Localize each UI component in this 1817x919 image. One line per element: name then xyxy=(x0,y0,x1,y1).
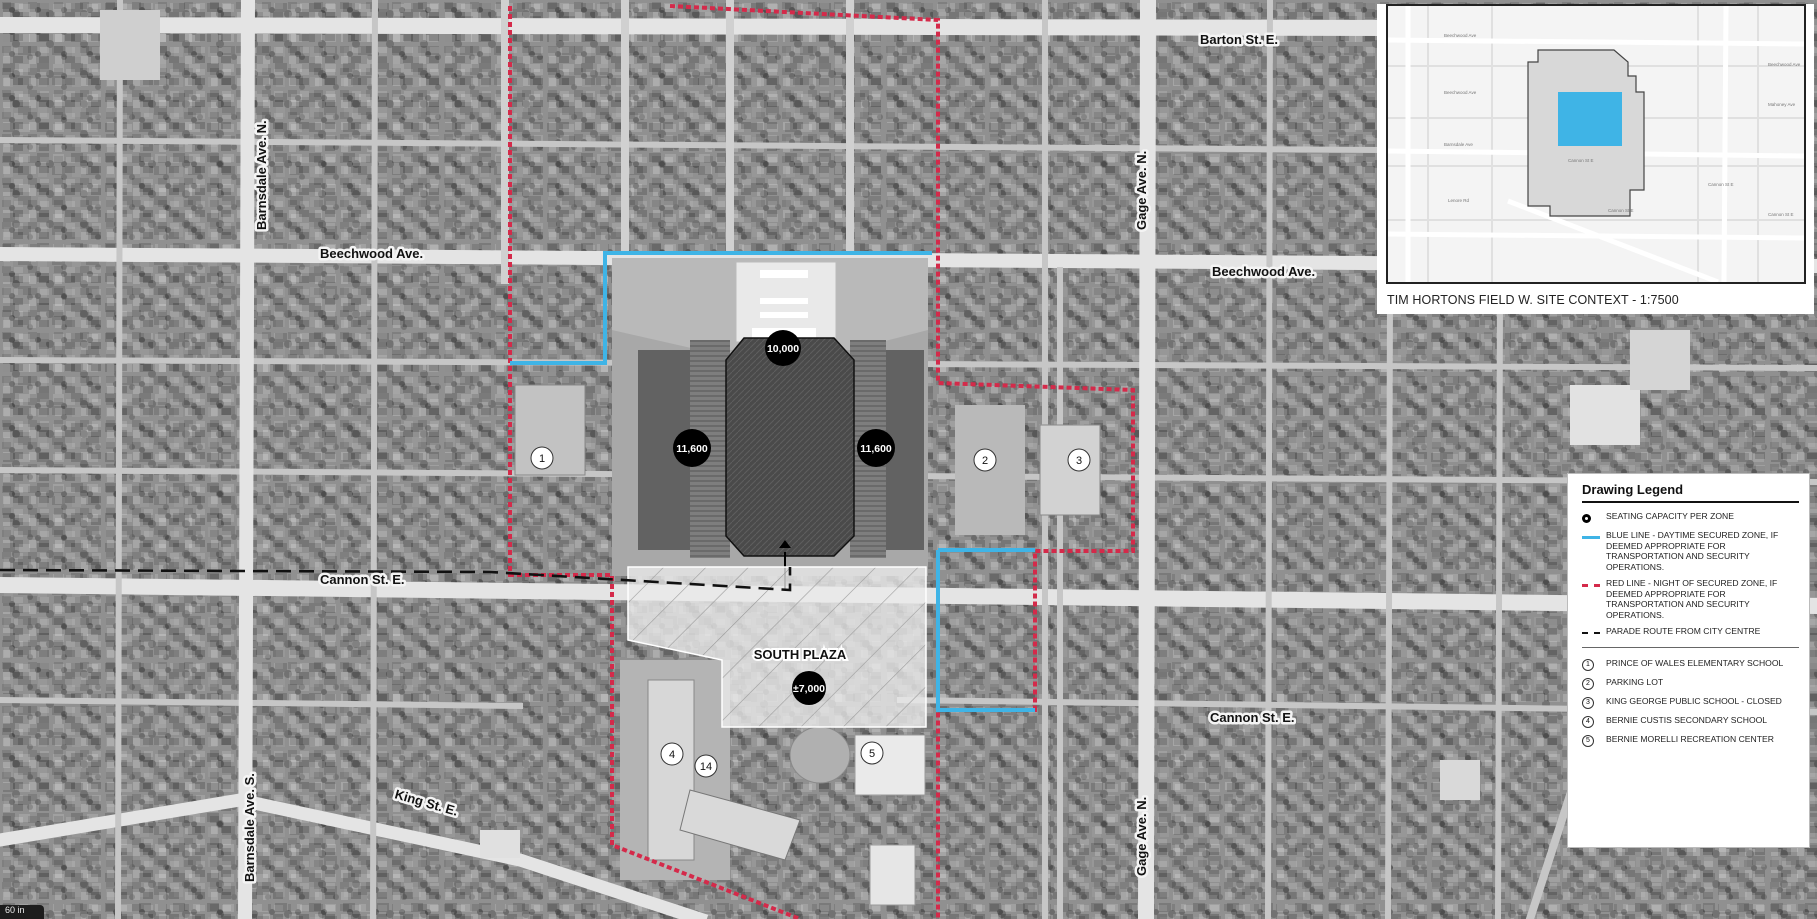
inset-stadium-field xyxy=(1558,92,1622,146)
site-marker-3[interactable]: 3 xyxy=(1067,448,1091,472)
capacity-marker-north[interactable]: 10,000 xyxy=(765,330,801,366)
legend-place-2: 2 PARKING LOT xyxy=(1582,677,1799,690)
seating-dot-icon xyxy=(1582,513,1591,523)
place-number-icon: 4 xyxy=(1582,716,1594,728)
svg-text:Beechwood Ave: Beechwood Ave xyxy=(1444,33,1477,38)
label-cannon-east: Cannon St. E. xyxy=(1210,710,1295,725)
svg-text:Cannon St E: Cannon St E xyxy=(1608,208,1634,213)
svg-text:10,000: 10,000 xyxy=(767,343,799,355)
place-number-icon: 5 xyxy=(1582,735,1594,747)
inset-title: TIM HORTONS FIELD W. SITE CONTEXT - 1:75… xyxy=(1387,293,1679,307)
place-number-icon: 3 xyxy=(1582,697,1594,709)
legend-title: Drawing Legend xyxy=(1582,482,1799,503)
label-barton-st: Barton St. E. xyxy=(1200,32,1278,47)
site-marker-1[interactable]: 1 xyxy=(530,446,554,470)
svg-text:Beechwood Ave: Beechwood Ave xyxy=(1768,62,1801,67)
capacity-marker-south-plaza[interactable]: ±7,000 xyxy=(792,671,826,705)
black-dashed-line-icon xyxy=(1582,632,1600,634)
blue-line-icon xyxy=(1582,535,1600,539)
label-cannon-west: Cannon St. E. xyxy=(320,572,405,587)
svg-text:±7,000: ±7,000 xyxy=(793,683,825,695)
svg-text:14: 14 xyxy=(700,761,712,773)
legend-divider xyxy=(1582,647,1799,648)
label-barnsdale-n: Barnsdale Ave. N. xyxy=(254,120,269,230)
south-plaza-label: SOUTH PLAZA xyxy=(754,647,847,662)
drawing-legend: Drawing Legend SEATING CAPACITY PER ZONE… xyxy=(1567,473,1810,848)
svg-text:Cannon St E: Cannon St E xyxy=(1568,158,1594,163)
capacity-marker-west[interactable]: 11,600 xyxy=(673,429,711,467)
svg-text:Barnsdale Ave: Barnsdale Ave xyxy=(1444,142,1473,147)
legend-place-5: 5 BERNIE MORELLI RECREATION CENTER xyxy=(1582,734,1799,747)
legend-item-blue-line: BLUE LINE - DAYTIME SECURED ZONE, IF DEE… xyxy=(1582,530,1799,572)
legend-place-3: 3 KING GEORGE PUBLIC SCHOOL - CLOSED xyxy=(1582,696,1799,709)
label-gage-south: Gage Ave. N. xyxy=(1134,797,1149,876)
svg-text:Lenore Rd: Lenore Rd xyxy=(1448,198,1470,203)
legend-place-1: 1 PRINCE OF WALES ELEMENTARY SCHOOL xyxy=(1582,658,1799,671)
inset-map: Beechwood Ave Beechwood Ave Barnsdale Av… xyxy=(1388,6,1804,282)
svg-text:11,600: 11,600 xyxy=(860,443,892,455)
red-line-night-secured-zone[interactable] xyxy=(508,4,1135,919)
svg-text:3: 3 xyxy=(1076,455,1082,467)
inset-map-frame: Beechwood Ave Beechwood Ave Barnsdale Av… xyxy=(1386,4,1806,284)
svg-text:Beechwood Ave: Beechwood Ave xyxy=(1444,90,1477,95)
legend-item-parade-route: PARADE ROUTE FROM CITY CENTRE xyxy=(1582,626,1799,639)
label-barnsdale-s: Barnsdale Ave. S. xyxy=(242,773,257,882)
svg-text:11,600: 11,600 xyxy=(676,443,708,455)
capacity-marker-east[interactable]: 11,600 xyxy=(857,429,895,467)
south-plaza-zone[interactable] xyxy=(627,566,927,728)
blue-line-daytime-secured-zone[interactable] xyxy=(510,251,1035,712)
legend-item-red-line: RED LINE - NIGHT OF SECURED ZONE, IF DEE… xyxy=(1582,578,1799,620)
stadium-site xyxy=(612,258,928,590)
svg-text:2: 2 xyxy=(982,455,988,467)
svg-text:5: 5 xyxy=(869,748,875,760)
site-marker-14[interactable]: 14 xyxy=(694,754,718,778)
svg-text:Mahoney Ave: Mahoney Ave xyxy=(1768,102,1796,107)
svg-text:1: 1 xyxy=(539,453,545,465)
place-number-icon: 1 xyxy=(1582,659,1594,671)
red-dashed-line-icon xyxy=(1582,583,1600,587)
svg-text:4: 4 xyxy=(669,749,675,761)
zoom-indicator[interactable]: 60 in xyxy=(0,905,44,919)
label-gage-north: Gage Ave. N. xyxy=(1134,151,1149,230)
svg-text:Cannon St E: Cannon St E xyxy=(1708,182,1734,187)
label-beechwood-west: Beechwood Ave. xyxy=(320,246,423,261)
legend-item-seating: SEATING CAPACITY PER ZONE xyxy=(1582,511,1799,524)
legend-place-4: 4 BERNIE CUSTIS SECONDARY SCHOOL xyxy=(1582,715,1799,728)
site-context-inset[interactable]: Beechwood Ave Beechwood Ave Barnsdale Av… xyxy=(1377,4,1814,314)
place-number-icon: 2 xyxy=(1582,678,1594,690)
svg-text:Cannon St E: Cannon St E xyxy=(1768,212,1794,217)
site-marker-4[interactable]: 4 xyxy=(660,742,684,766)
site-marker-5[interactable]: 5 xyxy=(860,741,884,765)
site-marker-2[interactable]: 2 xyxy=(973,448,997,472)
label-beechwood-east: Beechwood Ave. xyxy=(1212,264,1315,279)
